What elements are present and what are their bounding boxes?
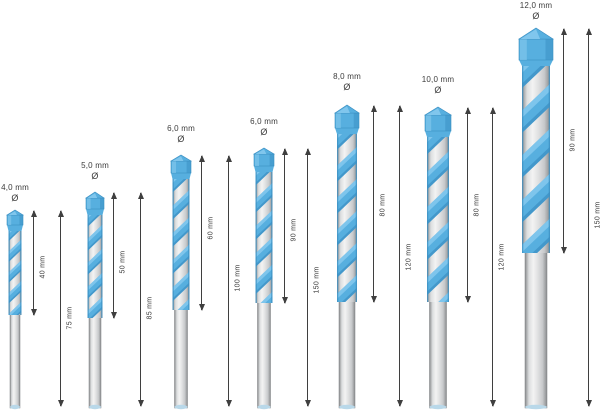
working-length-label: 90 mm	[569, 128, 577, 152]
diameter-symbol-icon: Ø	[260, 127, 268, 137]
total-length-label: 85 mm	[146, 296, 154, 320]
diameter-symbol-icon: Ø	[91, 171, 99, 181]
diameter-symbol-icon: Ø	[343, 82, 351, 92]
drill-bit-illustration	[169, 154, 193, 410]
diameter-value: 6,0 mm	[250, 117, 278, 126]
drill-bit-illustration	[334, 104, 360, 410]
diameter-label: 10,0 mm Ø	[406, 75, 470, 96]
diameter-label: 4,0 mm Ø	[0, 183, 47, 204]
diameter-label: 12,0 mm Ø	[504, 1, 568, 22]
diameter-symbol-icon: Ø	[177, 134, 185, 144]
working-length-arrow-icon	[561, 28, 567, 254]
working-length-label: 90 mm	[290, 218, 298, 242]
total-length-label: 120 mm	[405, 243, 413, 271]
diameter-value: 12,0 mm	[519, 1, 553, 10]
diameter-symbol-icon: Ø	[434, 85, 442, 95]
diameter-value: 10,0 mm	[421, 75, 455, 84]
working-length-arrow-icon	[199, 155, 205, 311]
diameter-value: 4,0 mm	[1, 183, 29, 192]
total-length-arrow-icon	[490, 107, 496, 407]
drill-bit-illustration	[85, 191, 105, 410]
diameter-symbol-icon: Ø	[532, 11, 540, 21]
working-length-arrow-icon	[282, 148, 288, 304]
diameter-label: 6,0 mm Ø	[232, 117, 296, 138]
working-length-label: 80 mm	[473, 193, 481, 217]
total-length-label: 150 mm	[313, 266, 321, 294]
diameter-label: 8,0 mm Ø	[315, 72, 379, 93]
working-length-label: 60 mm	[207, 216, 215, 240]
total-length-arrow-icon	[586, 28, 592, 407]
working-length-label: 80 mm	[379, 193, 387, 217]
diameter-symbol-icon: Ø	[11, 193, 19, 203]
total-length-label: 100 mm	[234, 264, 242, 292]
total-length-label: 75 mm	[66, 306, 74, 330]
total-length-arrow-icon	[305, 148, 311, 407]
drill-bit-illustration	[423, 106, 453, 410]
total-length-arrow-icon	[138, 192, 144, 407]
working-length-label: 50 mm	[119, 250, 127, 274]
drill-bit-illustration	[252, 147, 276, 410]
drill-bit-illustration	[517, 27, 555, 410]
diameter-value: 6,0 mm	[167, 124, 195, 133]
total-length-arrow-icon	[226, 155, 232, 407]
total-length-label: 150 mm	[594, 201, 602, 229]
total-length-arrow-icon	[58, 210, 64, 407]
diameter-value: 8,0 mm	[333, 72, 361, 81]
working-length-arrow-icon	[111, 192, 117, 319]
diameter-label: 5,0 mm Ø	[63, 161, 127, 182]
total-length-label: 120 mm	[498, 243, 506, 271]
working-length-arrow-icon	[371, 105, 377, 303]
working-length-arrow-icon	[465, 107, 471, 303]
working-length-arrow-icon	[31, 210, 37, 316]
working-length-label: 40 mm	[39, 255, 47, 279]
drill-bit-illustration	[5, 209, 25, 410]
diameter-label: 6,0 mm Ø	[149, 124, 213, 145]
diameter-value: 5,0 mm	[81, 161, 109, 170]
total-length-arrow-icon	[397, 105, 403, 407]
